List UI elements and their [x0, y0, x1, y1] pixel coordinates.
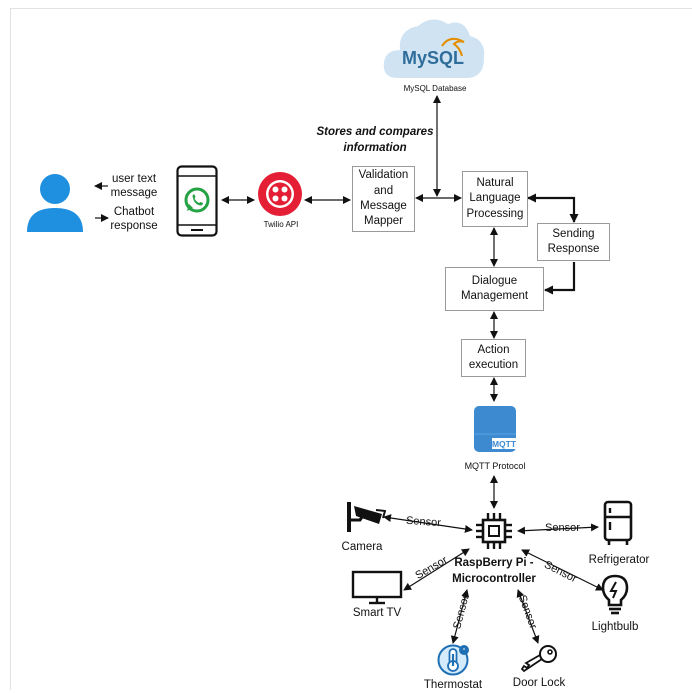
- thermostat-icon: °: [437, 644, 469, 676]
- smart-tv-icon: [351, 570, 403, 605]
- arrow-nlp-sending: [527, 193, 579, 223]
- door-lock-key-icon: [520, 645, 557, 673]
- arrow-sensor-refrigerator: [517, 523, 599, 535]
- mqtt-badge-text: MQTT: [492, 439, 517, 449]
- refrigerator-icon: [603, 500, 633, 545]
- door-lock-label: Door Lock: [512, 677, 566, 689]
- arrow-sensor-doorlock: [516, 589, 540, 644]
- camera-icon: [347, 502, 386, 532]
- mqtt-logo-icon: MQTT: [474, 406, 517, 452]
- mqtt-protocol-label: MQTT Protocol: [464, 461, 526, 471]
- arrow-sending-dialogue: [544, 262, 576, 295]
- arrow-sensor-tv: [403, 548, 470, 591]
- smartphone-whatsapp-icon: [176, 165, 218, 237]
- smart-tv-label: Smart TV: [352, 607, 402, 619]
- mysql-cloud-icon: MySQL: [383, 19, 485, 78]
- raspberry-pi-controller-label: RaspBerry Pi -Microcontroller: [452, 557, 536, 585]
- microcontroller-chip-icon: [476, 513, 512, 549]
- arrow-sensor-lightbulb: [521, 549, 604, 591]
- arrow-sensor-thermostat: [450, 589, 470, 644]
- user-avatar-icon: [27, 174, 83, 232]
- lightbulb-icon: [601, 574, 629, 615]
- twilio-api-label: Twilio API: [263, 220, 299, 229]
- lightbulb-label: Lightbulb: [591, 621, 639, 633]
- mysql-logo-text: MySQL: [402, 48, 464, 68]
- canvas-frame: [10, 8, 692, 690]
- svg-text:°: °: [463, 647, 466, 655]
- twilio-logo-icon: [258, 172, 302, 216]
- sensor-label-camera: Sensor: [405, 514, 442, 530]
- camera-label: Camera: [341, 541, 383, 553]
- thermostat-label: Thermostat: [423, 679, 483, 691]
- refrigerator-label: Refrigerator: [588, 554, 650, 566]
- arrow-sensor-camera: [383, 514, 473, 533]
- mysql-database-label: MySQL Database: [403, 84, 467, 93]
- sensor-label-refrigerator: Sensor: [545, 522, 580, 534]
